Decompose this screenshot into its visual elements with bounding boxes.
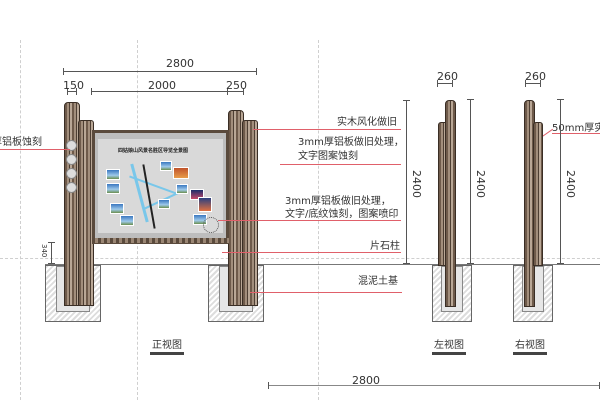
note-foundation: 混泥土基: [358, 276, 398, 287]
note-main-plate-1: 3mm厚铝板做旧处理，: [285, 196, 391, 207]
dim-right-view-height: [557, 99, 564, 264]
map-photo: [190, 189, 204, 200]
dim-left-view-height: [467, 99, 474, 264]
map-photo: [160, 161, 172, 171]
dim-front-height-label: 2400: [410, 170, 423, 198]
map-photo: [198, 197, 212, 212]
grade-line: [45, 264, 600, 265]
map-photo: [106, 169, 120, 180]
leader-main-plate: [218, 220, 401, 221]
leader-left-badge: [0, 149, 70, 150]
dim-right-view-height-label: 2400: [564, 170, 577, 198]
dim-total-width-label: 2800: [166, 57, 194, 70]
map-photo: [106, 183, 120, 194]
dim-right-post-label: 250: [226, 79, 247, 92]
dim-right-view-width: [525, 80, 541, 87]
map-photo: [158, 199, 170, 209]
dim-panel-label: 2000: [148, 79, 176, 92]
map-photo: [176, 184, 188, 194]
dim-base: [48, 242, 55, 264]
badge-icon: [66, 182, 77, 193]
dim-right-post: [227, 88, 244, 95]
dim-right-view-width-label: 260: [525, 70, 546, 83]
leader-wood: [253, 129, 401, 130]
note-wood: 实木风化做旧: [337, 117, 397, 128]
map-photo: [120, 215, 134, 226]
dim-base-label: 340: [40, 244, 48, 258]
dim-left-post-label: 150: [63, 79, 84, 92]
leader-stone: [222, 252, 401, 253]
left-view-caption: 左视图: [432, 336, 466, 355]
note-right-side: 50mm厚实: [552, 123, 600, 134]
leader-title-plate: [280, 164, 401, 165]
right-view-caption: 右视图: [513, 336, 547, 355]
left-view-post-front: [445, 100, 456, 307]
ornament-icon: [203, 217, 219, 233]
note-title-plate-2: 文字图案蚀刻: [298, 151, 358, 162]
leader-foundation: [250, 292, 402, 293]
note-stone: 片石柱: [370, 241, 400, 252]
panel-title: 四姑娘山风景名胜区导览全景图: [118, 148, 189, 154]
dim-front-height: [403, 100, 410, 264]
front-view-caption: 正视图: [150, 336, 184, 355]
left-badges: [66, 140, 77, 193]
badge-icon: [66, 154, 77, 165]
note-title-plate-1: 3mm厚铝板做旧处理，: [298, 137, 404, 148]
panel-bottom-rail: [92, 238, 229, 243]
right-view-post-back: [533, 122, 543, 266]
map-photo: [173, 167, 189, 179]
badge-icon: [66, 140, 77, 151]
dim-left-view-height-label: 2400: [474, 170, 487, 198]
dim-left-view-width-label: 260: [437, 70, 458, 83]
dim-bottom-width-label: 2800: [352, 374, 380, 387]
centerline-left: [20, 40, 21, 400]
note-main-plate-2: 文字/底纹蚀刻，图案喷印: [285, 209, 399, 220]
dim-left-post: [67, 88, 77, 95]
dim-left-view-width: [437, 80, 453, 87]
right-post-short: [242, 120, 258, 306]
dim-total-width: [63, 68, 257, 75]
leader-right-side: [552, 133, 600, 134]
note-left-badge: 厚铝板蚀刻: [0, 137, 42, 148]
badge-icon: [66, 168, 77, 179]
dim-bottom-width: [268, 382, 600, 389]
map-panel: 四姑娘山风景名胜区导览全景图: [92, 130, 229, 244]
map-photo: [110, 203, 124, 214]
ground-line: [0, 258, 600, 259]
